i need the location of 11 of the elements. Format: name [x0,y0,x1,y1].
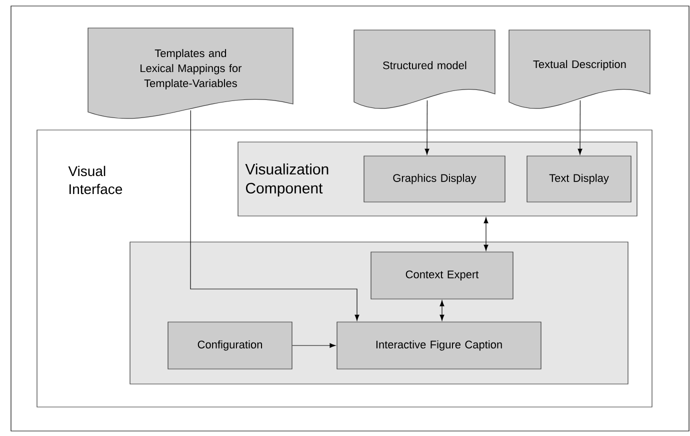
process-box: Graphics Display [364,156,506,202]
process-box: Interactive Figure Caption [336,322,542,370]
arrow [424,100,430,155]
process-box: Context Expert [370,252,514,300]
arrow [484,217,488,251]
arrow [292,343,336,348]
process-box: Text Display [526,156,632,202]
process-box: Configuration [168,322,292,370]
arrow [578,100,582,155]
arrow [440,300,444,321]
arrow [190,110,360,321]
